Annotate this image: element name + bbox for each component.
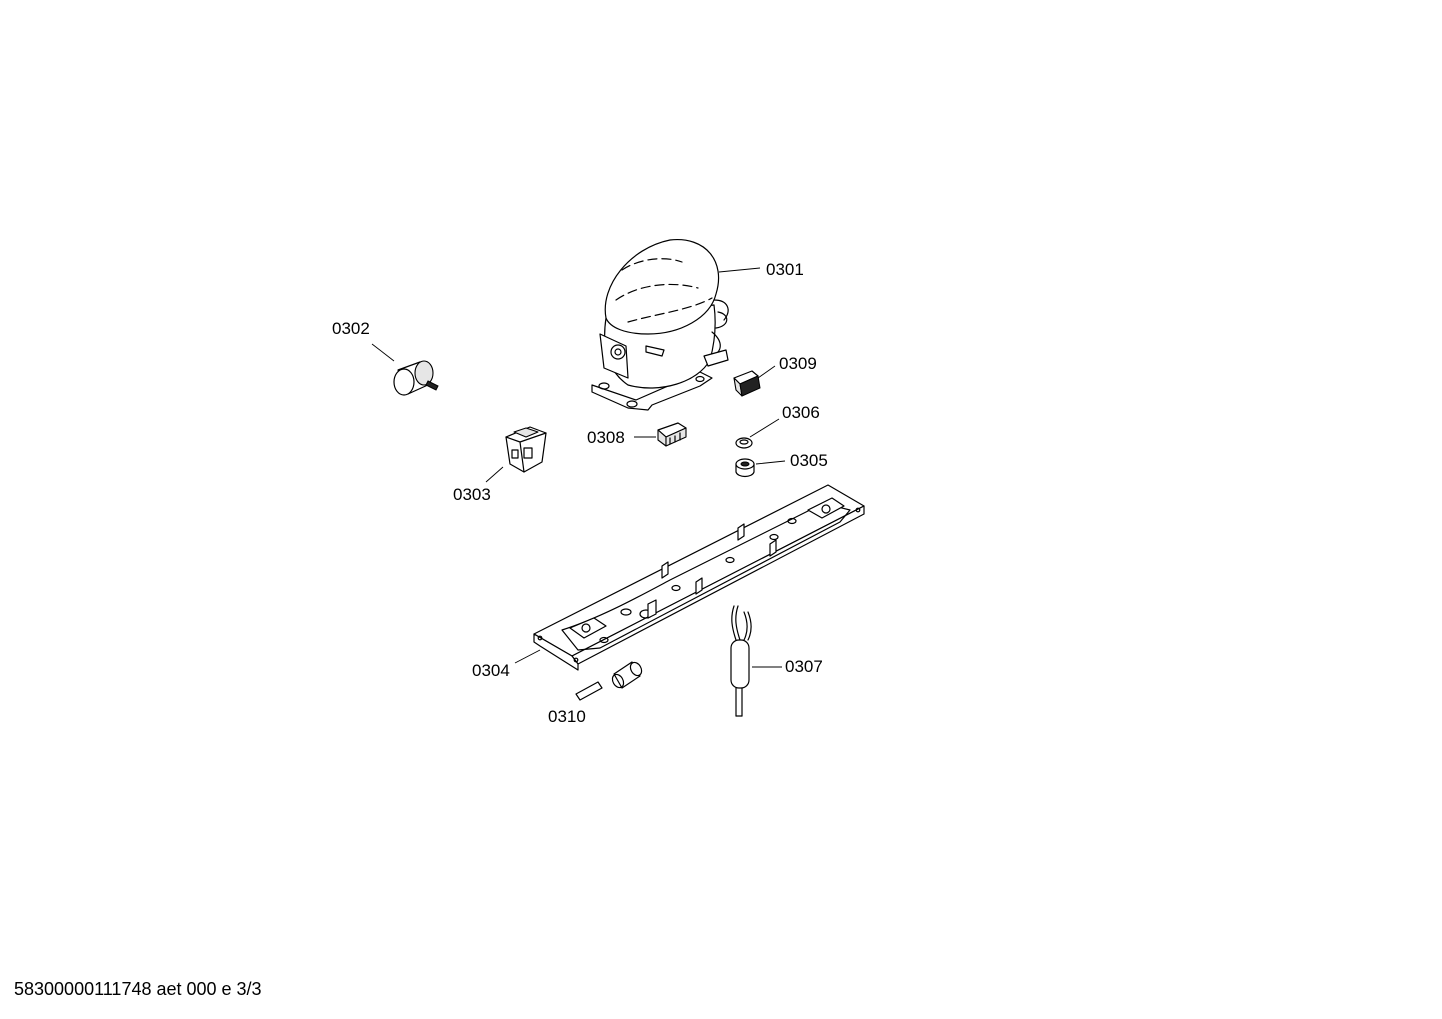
label-0303: 0303 <box>453 485 491 504</box>
washer-part-0306[interactable] <box>735 437 753 449</box>
filter-drier-part-0307[interactable] <box>730 605 752 717</box>
clip-part-0309[interactable] <box>733 370 761 397</box>
label-0304: 0304 <box>472 661 510 680</box>
relay-part-0303[interactable] <box>505 426 547 473</box>
label-0310: 0310 <box>548 707 586 726</box>
label-0306: 0306 <box>782 403 820 422</box>
grommet-part-0302[interactable] <box>393 360 439 396</box>
footer-document-code: 58300000111748 aet 000 e 3/3 <box>14 979 262 999</box>
label-0307: 0307 <box>785 657 823 676</box>
label-0305: 0305 <box>790 451 828 470</box>
bushing-part-0305[interactable] <box>735 458 755 478</box>
label-0308: 0308 <box>587 428 625 447</box>
mounting-rail-part-0304[interactable] <box>533 484 865 671</box>
label-0302: 0302 <box>332 319 370 338</box>
pin-sleeve-part-0310[interactable] <box>575 660 644 701</box>
compressor-part-0301[interactable] <box>591 239 729 411</box>
label-0309: 0309 <box>779 354 817 373</box>
label-0301: 0301 <box>766 260 804 279</box>
connector-part-0308[interactable] <box>657 422 687 447</box>
